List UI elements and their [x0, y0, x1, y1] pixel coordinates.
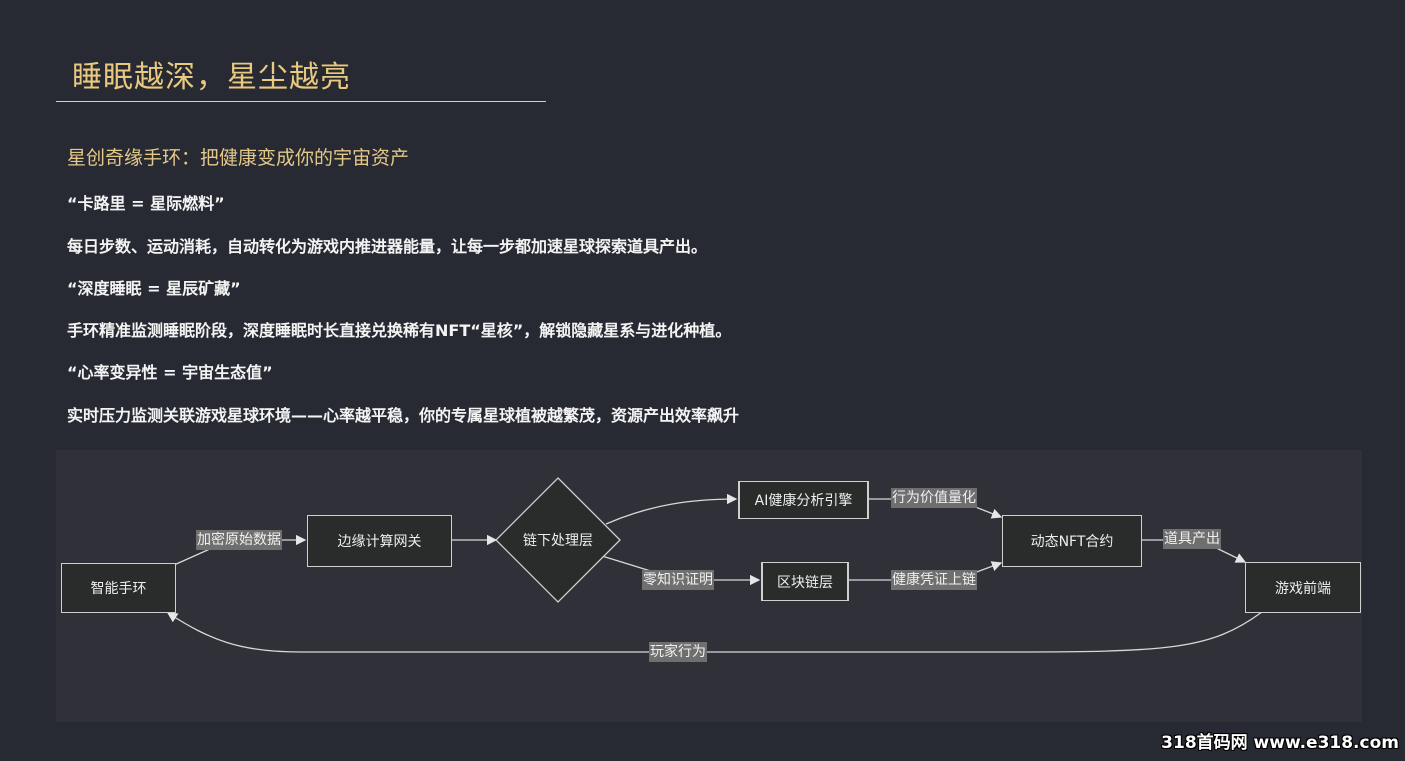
node-label: AI健康分析引擎: [754, 493, 853, 509]
node-offchain-layer[interactable]: 链下处理层: [496, 525, 620, 555]
page-title: 睡眠越深，星尘越亮: [72, 60, 351, 95]
node-label: 链下处理层: [523, 533, 593, 549]
node-label: 游戏前端: [1275, 580, 1331, 597]
edge-game-band: [166, 611, 1263, 653]
node-offchain-shape: [495, 477, 621, 603]
edge-label: 道具产出: [1163, 529, 1221, 549]
section-body: 实时压力监测关联游戏星球环境——心率越平稳，你的专属星球植被越繁茂，资源产出效率…: [67, 406, 740, 425]
node-label: 边缘计算网关: [337, 534, 422, 550]
node-edge-gateway[interactable]: 边缘计算网关: [307, 515, 452, 567]
title-divider: [56, 101, 546, 102]
edge-offchain-ai: [605, 493, 738, 525]
section-heading: “卡路里 = 星际燃料”: [67, 194, 225, 213]
node-label: 区块链层: [777, 574, 833, 591]
node-nft-contract[interactable]: 动态NFT合约: [1002, 515, 1142, 567]
node-label: 动态NFT合约: [1030, 534, 1114, 550]
edge-label: 零知识证明: [642, 570, 714, 590]
subtitle: 星创奇缘手环：把健康变成你的宇宙资产: [67, 147, 410, 169]
node-smart-band[interactable]: 智能手环: [61, 563, 176, 613]
edge-label: 行为价值量化: [891, 488, 977, 508]
node-game-frontend[interactable]: 游戏前端: [1245, 562, 1361, 613]
edge-label: 加密原始数据: [196, 530, 282, 550]
node-ai-engine[interactable]: AI健康分析引擎: [738, 481, 869, 519]
section-body: 手环精准监测睡眠阶段，深度睡眠时长直接兑换稀有NFT“星核”，解锁隐藏星系与进化…: [67, 321, 732, 340]
edge-label: 玩家行为: [649, 642, 707, 662]
node-label: 智能手环: [90, 581, 147, 597]
edge-label: 健康凭证上链: [891, 570, 977, 590]
watermark: 318首码网 www.e318.com: [1161, 733, 1399, 753]
section-heading: “深度睡眠 = 星辰矿藏”: [67, 279, 241, 298]
section-heading: “心率变异性 = 宇宙生态值”: [67, 363, 273, 382]
section-body: 每日步数、运动消耗，自动转化为游戏内推进器能量，让每一步都加速星球探索道具产出。: [67, 237, 708, 256]
node-blockchain-layer[interactable]: 区块链层: [761, 562, 849, 601]
flow-diagram: 智能手环 边缘计算网关 链下处理层 AI健康分析引擎 区块链层 动态NFT合约 …: [56, 450, 1362, 722]
